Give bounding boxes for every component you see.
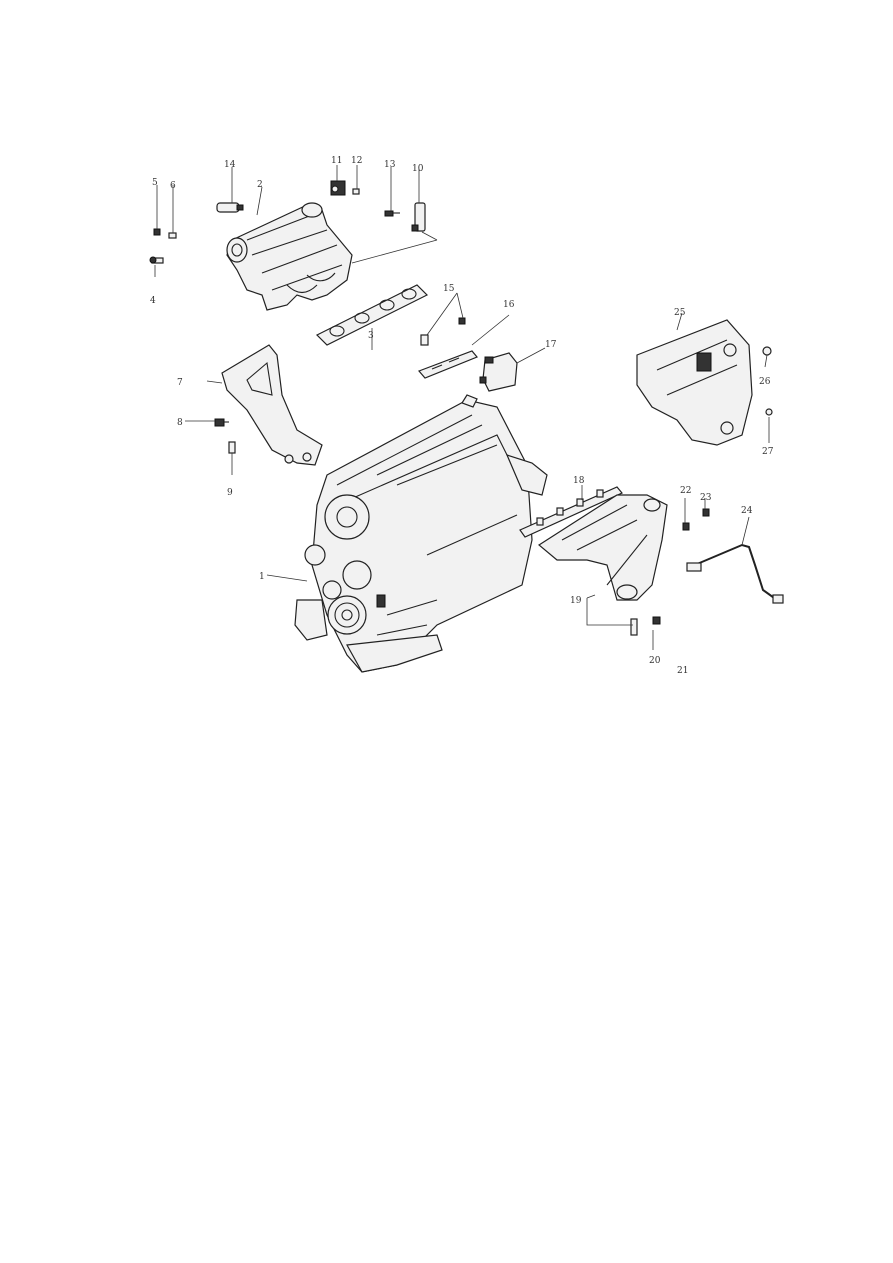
nut-21	[652, 616, 661, 625]
callout-14: 14	[224, 160, 236, 170]
intake-manifold	[226, 202, 353, 311]
callout-1: 1	[259, 572, 265, 582]
bolt-15a	[420, 334, 429, 346]
callout-6: 6	[170, 181, 176, 191]
injector	[216, 202, 244, 213]
bolt-6	[168, 232, 177, 239]
callout-15: 15	[443, 284, 455, 294]
callout-22: 22	[680, 486, 691, 496]
engine-exploded-diagram: 5 6 4 14 2 11 12 13 10 15 16 3 17 7 8 9 …	[137, 145, 802, 682]
gasket-16	[417, 350, 478, 379]
callout-numbers: 5 6 4 14 2 11 12 13 10 15 16 3 17 7 8 9 …	[150, 156, 774, 676]
bolt-13	[384, 210, 400, 217]
bolt-8	[214, 418, 229, 427]
callout-2: 2	[257, 180, 263, 190]
callout-20: 20	[649, 656, 661, 666]
exhaust-gasket	[519, 486, 623, 538]
bolt-26	[762, 346, 772, 356]
callout-21: 21	[677, 666, 688, 676]
callout-13: 13	[384, 160, 396, 170]
intake-gasket	[315, 284, 429, 346]
callout-17: 17	[545, 340, 557, 350]
callout-7: 7	[177, 378, 183, 388]
callout-26: 26	[759, 377, 771, 387]
callout-25: 25	[674, 308, 686, 318]
callout-11: 11	[331, 156, 342, 166]
stud-4	[149, 256, 164, 264]
callout-8: 8	[177, 418, 183, 428]
sensor-10	[411, 202, 426, 232]
heat-shield	[636, 319, 753, 446]
callout-9: 9	[227, 488, 233, 498]
nut-23	[702, 508, 710, 517]
mount-17	[479, 352, 518, 392]
engine-block	[294, 394, 548, 673]
bolt-9	[228, 441, 236, 454]
bolt-5	[153, 228, 161, 236]
callout-3: 3	[368, 331, 374, 341]
bolt-27	[765, 408, 773, 416]
callout-16: 16	[503, 300, 515, 310]
callout-24: 24	[741, 506, 753, 516]
bolt-15b	[458, 317, 466, 325]
nut-22	[682, 522, 690, 531]
stud-20	[630, 618, 638, 636]
leader-lines	[154, 165, 770, 650]
callout-12: 12	[351, 156, 362, 166]
manifold-bracket	[221, 344, 323, 466]
callout-5: 5	[152, 178, 158, 188]
idle-air-control-valve	[330, 180, 346, 196]
callout-18: 18	[573, 476, 585, 486]
oxygen-sensor	[686, 543, 784, 604]
callout-10: 10	[412, 164, 424, 174]
callout-4: 4	[150, 296, 156, 306]
callout-19: 19	[570, 596, 582, 606]
callout-27: 27	[762, 447, 774, 457]
exhaust-manifold	[537, 494, 668, 601]
clip-12	[352, 188, 360, 195]
callout-23: 23	[700, 493, 712, 503]
